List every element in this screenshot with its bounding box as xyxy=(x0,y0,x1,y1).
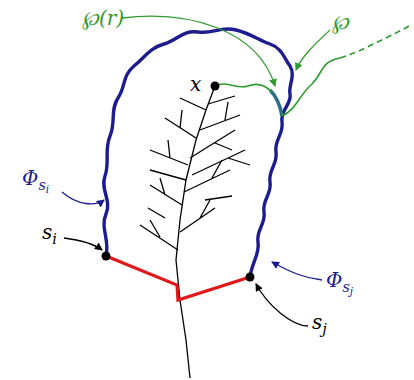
path-segment xyxy=(270,90,282,116)
leader-arrow xyxy=(62,192,104,204)
green-path xyxy=(282,58,340,116)
path-label: ℘ xyxy=(332,12,349,32)
leader-arrow xyxy=(272,262,322,280)
leader-arrow xyxy=(296,30,330,70)
blue-boundary xyxy=(104,29,293,277)
tree xyxy=(140,86,250,378)
point-label: si xyxy=(42,222,57,242)
leader-arrow xyxy=(256,284,308,326)
boundary-label: Φsj xyxy=(326,270,353,290)
leader-arrow xyxy=(64,238,102,250)
green-path xyxy=(215,84,272,92)
point-label: x xyxy=(190,74,201,94)
point xyxy=(211,82,220,91)
red-path xyxy=(106,256,250,300)
boundary-label: Φsi xyxy=(22,168,49,188)
green-path xyxy=(340,24,412,58)
point-label: sj xyxy=(312,312,327,332)
point xyxy=(246,273,255,282)
path-label: ℘(r) xyxy=(82,8,124,28)
point xyxy=(102,252,111,261)
